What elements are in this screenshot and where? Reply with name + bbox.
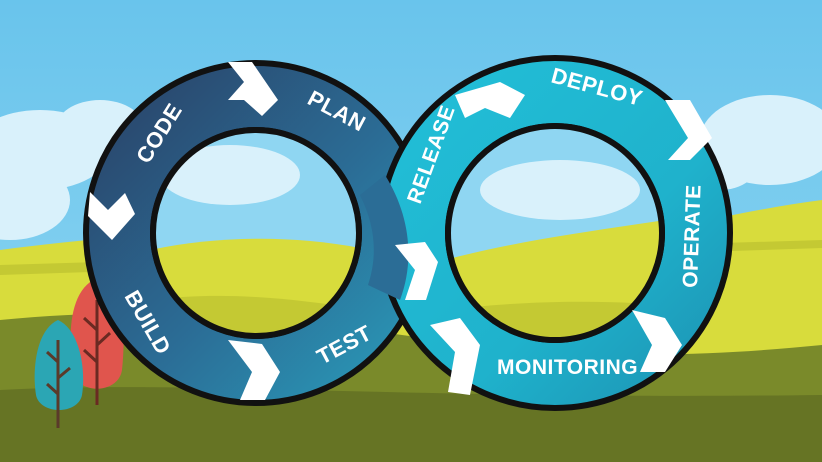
cycle-arrows <box>88 62 712 400</box>
arrow-build-test <box>228 340 280 400</box>
arrow-code-build <box>88 192 135 240</box>
left-hole-scene <box>153 130 359 336</box>
right-hole-scene <box>448 126 662 340</box>
arrow-monitoring-release <box>430 318 480 395</box>
arrow-release-deploy <box>455 82 525 118</box>
arrow-operate-monitoring <box>632 310 682 372</box>
stage-label-monitoring: MONITORING <box>497 356 638 379</box>
ground-shadow <box>0 387 822 462</box>
arrow-test-release <box>395 242 438 300</box>
arrow-code-plan <box>228 62 278 116</box>
stage-label-operate: OPERATE <box>679 184 706 288</box>
tree-teal <box>34 320 84 428</box>
crossing-band <box>360 175 409 300</box>
arrow-deploy-operate <box>665 100 712 160</box>
